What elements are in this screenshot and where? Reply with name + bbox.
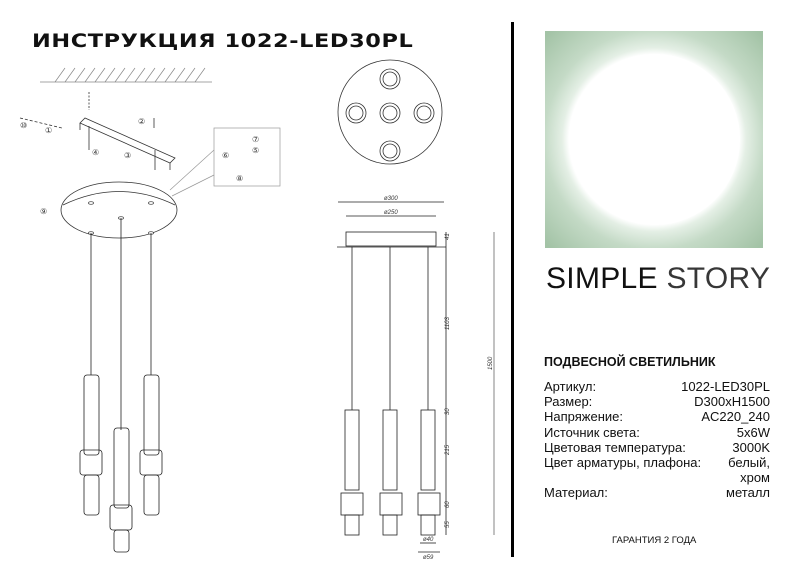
spec-row: Материал:металл — [544, 485, 770, 501]
spec-row: Цветовая температура:3000K — [544, 439, 770, 455]
brand-part2: STORY — [666, 262, 771, 295]
warranty-text: ГАРАНТИЯ 2 ГОДА — [612, 535, 697, 546]
product-photo — [545, 31, 763, 248]
svg-text:215: 215 — [445, 444, 451, 456]
page-title: ИНСТРУКЦИЯ 1022-LED30PL — [32, 30, 414, 52]
bracket-icon — [19, 92, 176, 170]
spec-row: Напряжение:AC220_240 — [544, 409, 770, 425]
ceiling-hatch-icon — [40, 67, 212, 83]
svg-text:①: ① — [45, 126, 52, 135]
spec-row: Цвет арматуры, плафона:белый, — [544, 455, 770, 471]
svg-text:ø250: ø250 — [384, 210, 398, 216]
svg-text:③: ③ — [124, 151, 131, 160]
svg-text:④: ④ — [92, 148, 99, 157]
svg-text:⑧: ⑧ — [236, 174, 243, 183]
svg-text:1500: 1500 — [488, 356, 494, 370]
svg-text:30: 30 — [445, 408, 451, 415]
spec-row: Источник света:5x6W — [544, 424, 770, 440]
svg-text:1103: 1103 — [445, 316, 451, 330]
spec-row: Артикул:1022-LED30PL — [544, 379, 770, 394]
spec-row: Размер:D300xH1500 — [544, 394, 770, 410]
top-view — [337, 59, 443, 165]
brand-part1: SIMPLE — [546, 262, 658, 295]
svg-text:ø59: ø59 — [423, 555, 434, 561]
product-type: ПОДВЕСНОЙ СВЕТИЛЬНИК — [544, 355, 716, 369]
brand-logo: SIMPLE STORY — [546, 262, 770, 296]
svg-text:ø40: ø40 — [423, 537, 434, 543]
spec-list: Артикул:1022-LED30PL Размер:D300xH1500 Н… — [544, 379, 770, 501]
vertical-divider — [511, 22, 514, 557]
side-view — [337, 201, 495, 553]
svg-text:②: ② — [138, 117, 145, 126]
spec-row: хром — [740, 470, 770, 486]
svg-text:⑦: ⑦ — [252, 135, 259, 144]
svg-text:41: 41 — [445, 233, 451, 240]
pendants-iso — [79, 218, 163, 553]
svg-text:55: 55 — [445, 521, 451, 528]
detail-inset — [169, 127, 281, 197]
svg-text:ø300: ø300 — [384, 196, 398, 202]
svg-text:60: 60 — [445, 501, 451, 508]
svg-text:⑥: ⑥ — [222, 151, 229, 160]
svg-text:⑩: ⑩ — [20, 121, 27, 130]
svg-text:⑨: ⑨ — [40, 207, 47, 216]
canopy-iso — [60, 181, 178, 239]
svg-text:⑤: ⑤ — [252, 146, 259, 155]
light-globe-icon — [569, 54, 740, 225]
